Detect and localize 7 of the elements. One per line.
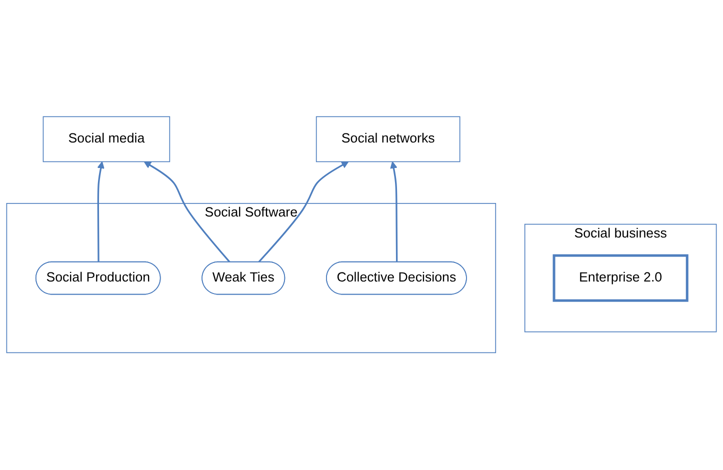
- node-box: Enterprise 2.0: [552, 254, 688, 302]
- arrow: [258, 162, 349, 264]
- arrow: [390, 162, 398, 263]
- node-box: Social media: [42, 116, 170, 162]
- arrow: [97, 162, 104, 263]
- arrow: [144, 162, 230, 264]
- node-box: Social networks: [316, 116, 460, 162]
